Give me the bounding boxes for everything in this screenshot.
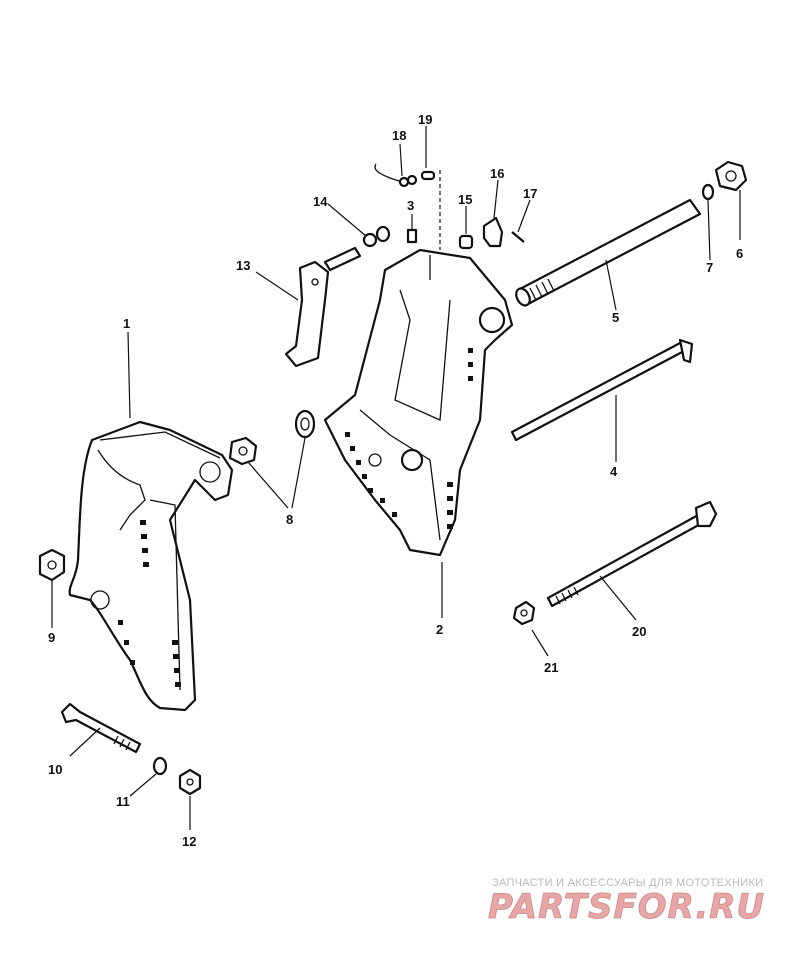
callout-14: 14 bbox=[313, 194, 328, 209]
callout-19: 19 bbox=[418, 112, 432, 127]
bracket-nut-left bbox=[38, 548, 66, 582]
callout-17: 17 bbox=[523, 186, 537, 201]
callout-7: 7 bbox=[706, 260, 713, 275]
left-transom-bracket bbox=[68, 420, 234, 712]
callout-5: 5 bbox=[612, 310, 619, 325]
callout-8: 8 bbox=[286, 512, 293, 527]
callout-16: 16 bbox=[490, 166, 504, 181]
callout-2: 2 bbox=[436, 622, 443, 637]
watermark: ЗАПЧАСТИ И АКСЕССУАРЫ ДЛЯ МОТОТЕХНИКИ PA… bbox=[488, 877, 765, 927]
tilt-tube bbox=[515, 198, 702, 307]
bracket-holes bbox=[345, 348, 473, 529]
leader-lines bbox=[51, 126, 741, 830]
tilt-tube-washer bbox=[701, 183, 715, 201]
hex-bolt bbox=[60, 702, 142, 754]
right-transom-bracket bbox=[323, 248, 514, 557]
watermark-logo: PARTSFOR.RU bbox=[488, 887, 765, 927]
callout-11: 11 bbox=[116, 794, 130, 809]
flat-washer bbox=[152, 756, 168, 776]
callout-3: 3 bbox=[407, 198, 414, 213]
callout-4: 4 bbox=[610, 464, 618, 479]
callout-21: 21 bbox=[544, 660, 558, 675]
callout-15: 15 bbox=[458, 192, 472, 207]
tilt-lock-lever bbox=[284, 246, 362, 368]
small-hardware bbox=[362, 163, 525, 250]
callout-1: 1 bbox=[123, 316, 130, 331]
tilt-lock-rod bbox=[510, 338, 694, 442]
through-bolt bbox=[546, 500, 718, 608]
bracket-holes bbox=[118, 520, 181, 687]
callout-9: 9 bbox=[48, 630, 55, 645]
hex-nut bbox=[178, 768, 202, 796]
watermark-tagline: ЗАПЧАСТИ И АКСЕССУАРЫ ДЛЯ МОТОТЕХНИКИ bbox=[492, 877, 763, 889]
callout-20: 20 bbox=[632, 624, 646, 639]
bracket-washers bbox=[228, 409, 316, 466]
callout-labels: 1 2 3 4 5 6 7 8 9 10 11 12 13 14 15 16 1… bbox=[48, 112, 743, 849]
tilt-tube-nut bbox=[714, 160, 748, 192]
through-bolt-nut bbox=[512, 600, 536, 626]
callout-12: 12 bbox=[182, 834, 196, 849]
callout-18: 18 bbox=[392, 128, 406, 143]
callout-10: 10 bbox=[48, 762, 62, 777]
callout-13: 13 bbox=[236, 258, 250, 273]
callout-6: 6 bbox=[736, 246, 743, 261]
